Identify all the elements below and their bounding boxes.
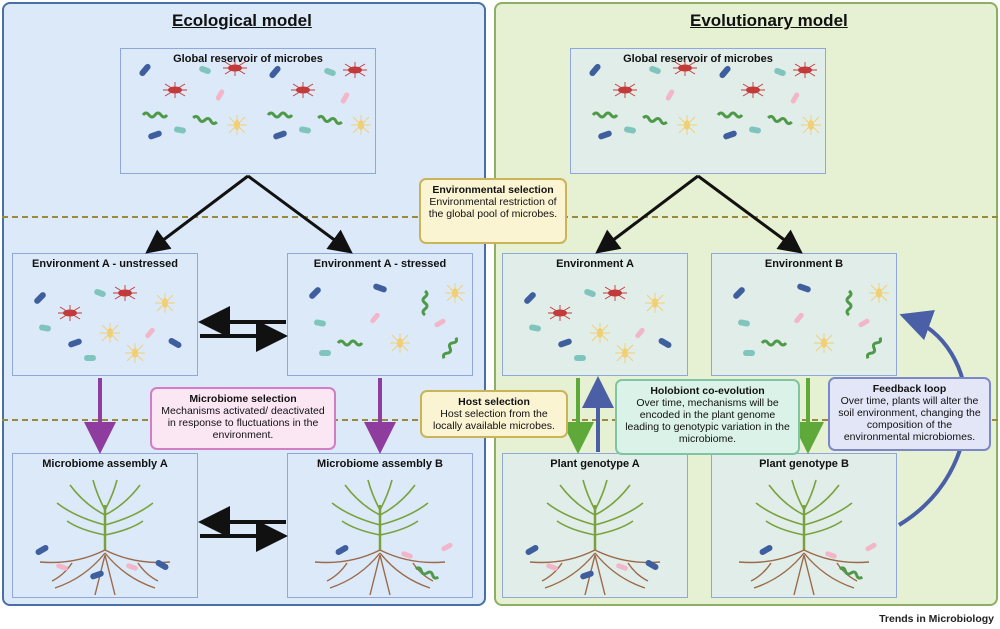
evolutionary-model-title: Evolutionary model <box>690 11 848 30</box>
holobiont-coevolution-callout: Holobiont co-evolution Over time, mechan… <box>615 379 800 455</box>
environment-a-unstressed-box: Environment A - unstressed <box>12 253 198 376</box>
environment-a-label: Environment A <box>556 258 634 270</box>
microbiome-selection-callout: Microbiome selection Mechanisms activate… <box>150 387 336 450</box>
arrow-reservoir-to-stressed <box>247 174 353 254</box>
global-reservoir-box-ecological: Global reservoir of microbes <box>120 48 376 174</box>
reservoir-label: Global reservoir of microbes <box>623 53 773 65</box>
holobiont-coevolution-title: Holobiont co-evolution <box>650 385 765 397</box>
feedback-loop-callout: Feedback loop Over time, plants will alt… <box>828 377 991 451</box>
environment-b-label: Environment B <box>764 258 844 270</box>
microbiome-assembly-a-label: Microbiome assembly A <box>42 458 168 470</box>
environmental-selection-callout: Environmental selection Environmental re… <box>419 178 567 244</box>
feedback-loop-text: Over time, plants will alter the soil en… <box>838 395 981 443</box>
environment-a-stressed-label: Environment A - stressed <box>313 258 447 270</box>
environment-a-box: Environment A <box>502 253 688 376</box>
holobiont-coevolution-text: Over time, mechanisms will be encoded in… <box>625 397 790 445</box>
arrow-reservoir-to-environment-a <box>595 174 699 254</box>
host-selection-title: Host selection <box>458 396 530 408</box>
plant-genotype-b-label: Plant genotype B <box>759 458 849 470</box>
feedback-loop-title: Feedback loop <box>872 383 947 395</box>
plant-genotype-a-label: Plant genotype A <box>550 458 640 470</box>
microbiome-selection-text: Mechanisms activated/ deactivated in res… <box>161 405 325 441</box>
journal-credit: Trends in Microbiology <box>879 613 994 625</box>
microbiome-assembly-b-label: Microbiome assembly B <box>317 458 443 470</box>
reservoir-label: Global reservoir of microbes <box>173 53 323 65</box>
environmental-selection-text: Environmental restriction of the global … <box>428 196 558 220</box>
arrow-reservoir-to-unstressed <box>145 174 249 254</box>
host-selection-text: Host selection from the locally availabl… <box>433 408 555 432</box>
host-selection-callout: Host selection Host selection from the l… <box>420 390 568 438</box>
ecological-model-title: Ecological model <box>172 11 312 30</box>
microbiome-selection-title: Microbiome selection <box>189 393 297 405</box>
environment-a-unstressed-label: Environment A - unstressed <box>32 258 178 270</box>
global-reservoir-box-evolutionary: Global reservoir of microbes <box>570 48 826 174</box>
arrow-reservoir-to-environment-b <box>697 174 803 254</box>
environmental-selection-title: Environmental selection <box>432 184 554 196</box>
